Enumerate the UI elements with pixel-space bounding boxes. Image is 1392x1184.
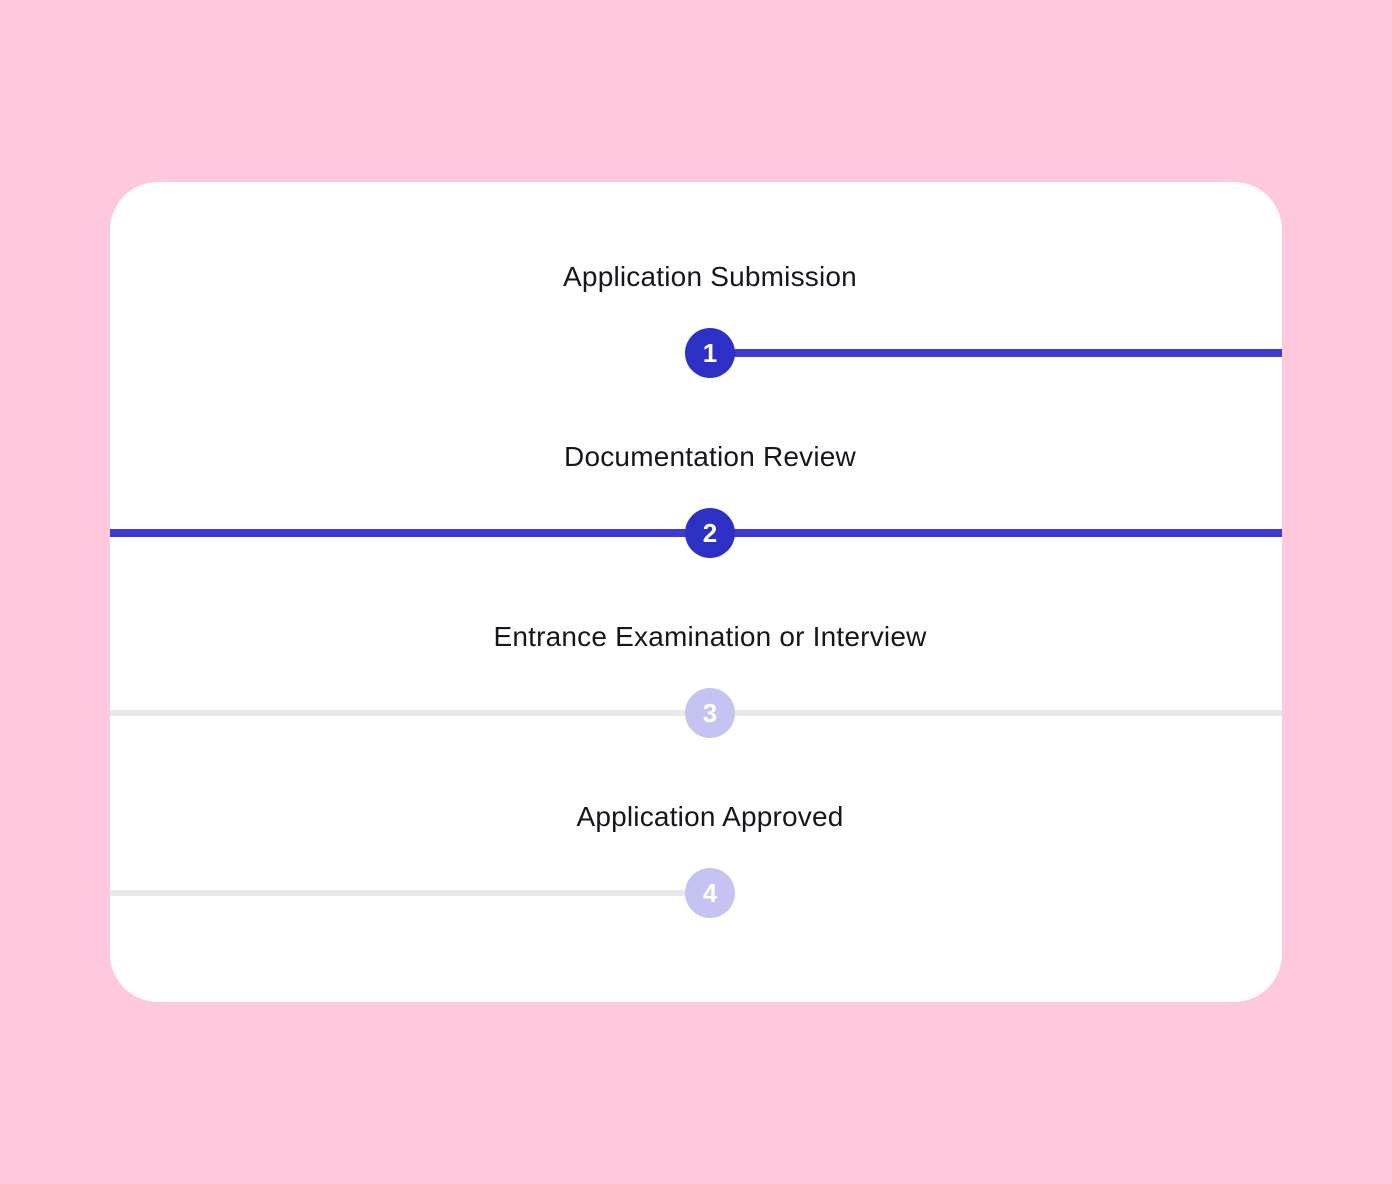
step-number: 2 [702, 517, 718, 548]
step-number: 1 [702, 337, 718, 368]
connector-line-left [110, 529, 710, 537]
step-number-badge: 1 [685, 328, 735, 378]
step-title: Application Submission [563, 261, 857, 292]
step-application-approved: Application Approved 4 [110, 798, 1282, 918]
step-track: 2 [110, 508, 1282, 558]
connector-line-right [710, 710, 1282, 716]
step-track: 1 [110, 328, 1282, 378]
step-title: Entrance Examination or Interview [493, 621, 927, 652]
step-number-badge: 2 [685, 508, 735, 558]
process-timeline-card: Application Submission 1 Documentation R… [110, 182, 1282, 1002]
step-title: Application Approved [576, 801, 844, 832]
step-track: 4 [110, 868, 1282, 918]
step-number: 3 [702, 697, 718, 728]
step-entrance-examination-or-interview: Entrance Examination or Interview 3 [110, 618, 1282, 738]
step-number-badge: 4 [685, 868, 735, 918]
step-track: 3 [110, 688, 1282, 738]
connector-line-right [710, 349, 1282, 357]
connector-line-left [110, 710, 710, 716]
step-application-submission: Application Submission 1 [110, 258, 1282, 378]
step-number-badge: 3 [685, 688, 735, 738]
connector-line-left [110, 890, 710, 896]
connector-line-right [710, 529, 1282, 537]
step-documentation-review: Documentation Review 2 [110, 438, 1282, 558]
step-number: 4 [702, 877, 718, 908]
step-title: Documentation Review [564, 441, 856, 472]
